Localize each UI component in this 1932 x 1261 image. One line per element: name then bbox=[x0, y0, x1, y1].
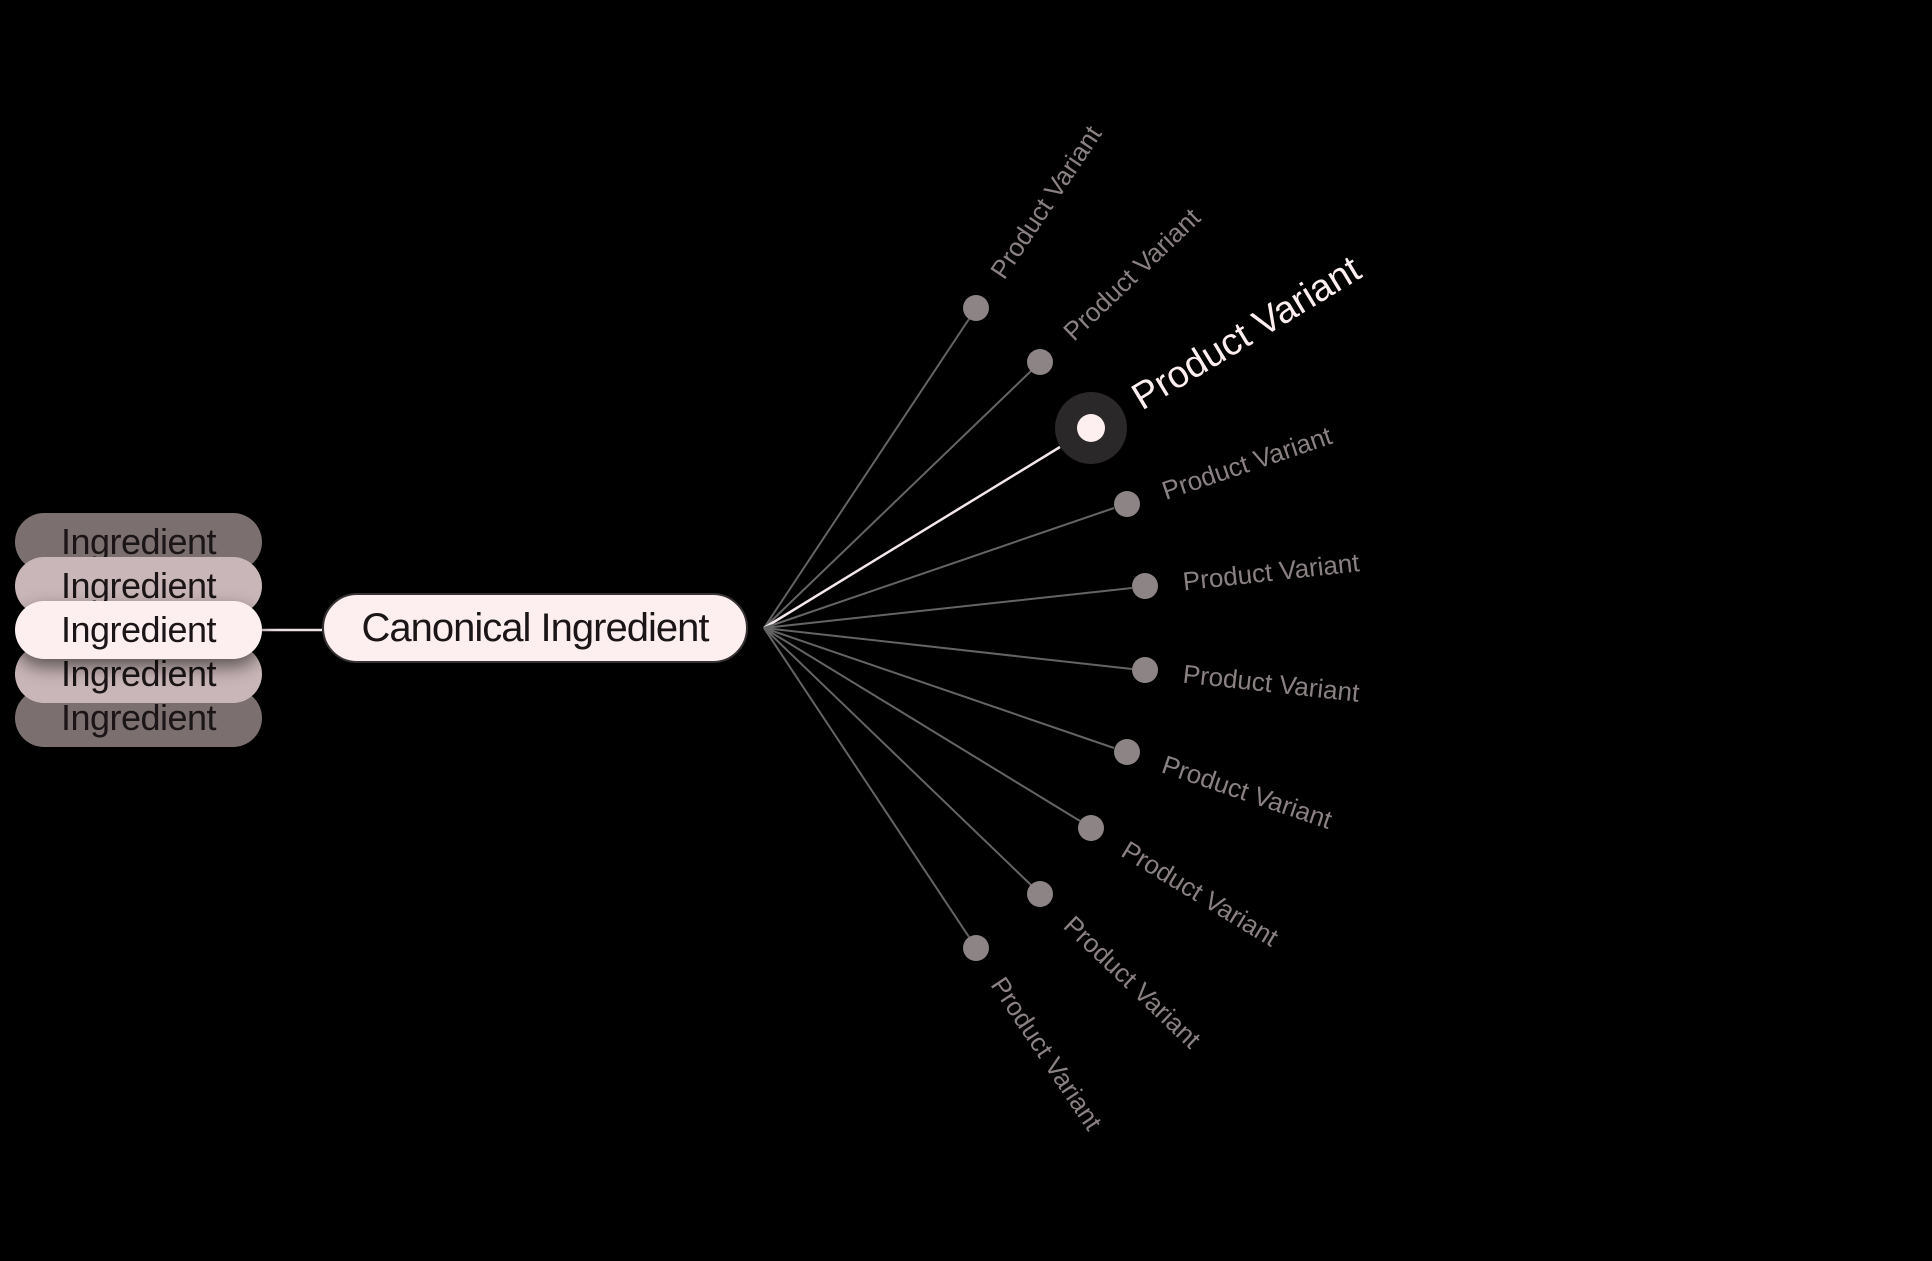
variant-node-dot[interactable] bbox=[1027, 881, 1053, 907]
edge-line bbox=[763, 627, 1032, 886]
edge-line bbox=[763, 627, 970, 938]
variant-node-dot[interactable] bbox=[963, 295, 989, 321]
variant-node-dot[interactable] bbox=[1027, 349, 1053, 375]
canonical-ingredient-pill[interactable]: Canonical Ingredient bbox=[322, 593, 748, 663]
edge-line bbox=[763, 627, 1133, 670]
ingredient-stack-item-label: Ingredient bbox=[60, 653, 217, 694]
variant-node-dot[interactable] bbox=[1132, 573, 1158, 599]
ingredient-stack-item-label: Ingredient bbox=[60, 609, 217, 650]
edge-line bbox=[763, 587, 1133, 629]
variant-node-dot[interactable] bbox=[963, 935, 989, 961]
variant-node-dot-selected[interactable] bbox=[1077, 414, 1105, 442]
ingredient-stack-item-label: Ingredient bbox=[60, 521, 217, 562]
ingredient-stack-item-selected[interactable]: Ingredient bbox=[15, 601, 262, 659]
variant-node-dot[interactable] bbox=[1132, 657, 1158, 683]
edge-line bbox=[763, 370, 1032, 629]
edge-line bbox=[763, 507, 1115, 629]
variant-node-dot[interactable] bbox=[1078, 815, 1104, 841]
edge-line bbox=[763, 627, 1115, 749]
variant-node-dot[interactable] bbox=[1114, 491, 1140, 517]
variant-node-dot[interactable] bbox=[1114, 739, 1140, 765]
edge-line bbox=[763, 627, 1081, 822]
ingredient-stack-item-label: Ingredient bbox=[60, 697, 217, 738]
ingredient-stack-item-label: Ingredient bbox=[60, 565, 217, 606]
edge-line bbox=[763, 318, 970, 629]
edge-line-highlighted bbox=[763, 445, 1061, 630]
canonical-ingredient-label: Canonical Ingredient bbox=[361, 605, 710, 650]
